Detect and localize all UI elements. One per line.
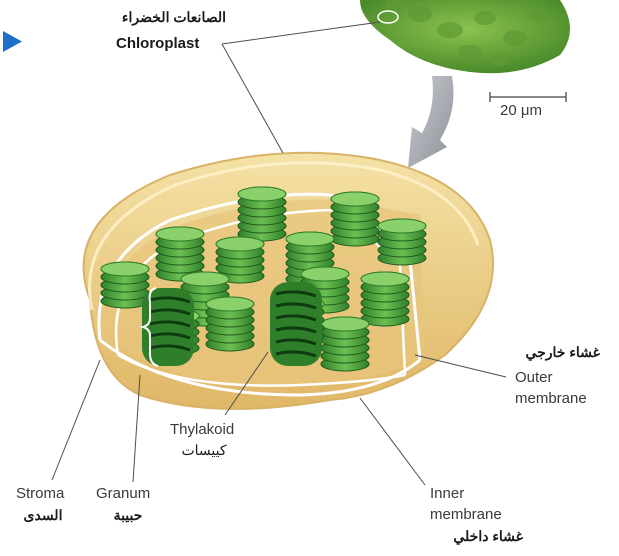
stroma-label-ar: السدى [16,506,70,524]
outer-membrane-label-ar: غشاء خارجي [488,343,600,361]
granum-stack [101,262,149,308]
outer-membrane-label-1: Outer [515,369,553,387]
play-triangle-icon [3,31,22,52]
granum-stack [321,317,369,371]
curved-arrow-icon [408,76,454,168]
granum-stack [378,219,426,265]
cell-micrograph [360,0,570,73]
granum-stack [238,187,286,241]
granum-stack [331,192,379,246]
scale-bar [490,92,566,102]
inner-membrane-label-1: Inner [430,485,464,503]
granum-stack [361,272,409,326]
inner-membrane-label-ar: غشاء داخلي [405,527,523,545]
thylakoid-cut-right [270,282,322,366]
scale-label: 20 μm [500,102,542,120]
granum-label: Granum [96,485,150,503]
granum-label-ar: حبيبة [96,506,160,524]
granum-stack [206,297,254,351]
chloroplast-label: Chloroplast [116,35,199,53]
thylakoid-label: Thylakoid [170,421,234,439]
stroma-label: Stroma [16,485,64,503]
thylakoid-label-ar: كييسات [170,441,238,459]
inner-membrane-label-2: membrane [430,506,502,524]
chloroplast-label-ar: الصانعات الخضراء [104,8,226,26]
outer-membrane-label-2: membrane [515,390,587,408]
